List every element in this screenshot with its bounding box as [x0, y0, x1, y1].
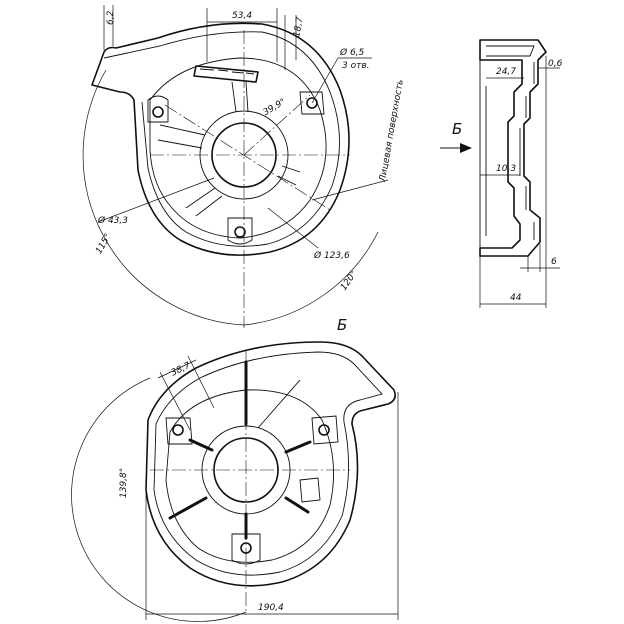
angle-115: 115° — [94, 232, 114, 256]
dim-06: 0,6 — [548, 59, 563, 69]
rib-heavy-lower-left — [168, 496, 208, 520]
leader-surface — [311, 179, 389, 201]
part-outline — [91, 22, 350, 256]
dim-line-387 — [157, 359, 197, 379]
rib-heavy-right — [284, 440, 312, 454]
rib-2 — [185, 187, 223, 217]
bottom-inner-rim-2 — [165, 389, 334, 563]
rib-heavy-left — [188, 438, 214, 452]
bottom-outline — [145, 341, 396, 587]
view-arrow — [460, 143, 472, 153]
rib-3 — [277, 165, 301, 186]
bottom-view: Б — [71, 316, 399, 622]
mounting-hole-1 — [147, 95, 169, 123]
bottom-hole-2 — [311, 415, 339, 445]
hole-count: 3 отв. — [342, 61, 370, 71]
leader-hole — [311, 57, 339, 104]
dim-534: 53,4 — [232, 11, 252, 21]
rib-4 — [231, 81, 249, 113]
dia-1236: Ø 123,6 — [313, 250, 350, 261]
leader-dia-433 — [97, 177, 215, 223]
angle-399: 39,9° — [262, 97, 288, 118]
dim-247: 24,7 — [496, 67, 516, 77]
angle-120: 120° — [339, 269, 360, 293]
dia-433: Ø 43,3 — [97, 215, 128, 226]
mounting-hole-2 — [299, 91, 325, 115]
bottom-hole-3 — [231, 533, 261, 565]
view-letter-side: Б — [452, 120, 462, 138]
mounting-hole-3 — [227, 217, 253, 245]
side-profile-inner — [486, 45, 535, 57]
top-view: 53,4 18,7 6,2 Ø 6,5 3 отв. 39,9° Лицевая… — [82, 5, 406, 328]
dim-62: 6,2 — [106, 10, 116, 25]
stamped-logo-plate — [193, 65, 259, 83]
part-inner-rim — [103, 31, 340, 247]
dimension-arc-outer — [82, 69, 379, 326]
rib-heavy-lower-right — [284, 496, 310, 514]
center-hole-outer — [199, 110, 289, 200]
dimension-arc-1398 — [71, 377, 247, 622]
dim-187: 18,7 — [292, 16, 305, 38]
dim-1904: 190,4 — [258, 603, 284, 613]
center-hole — [211, 122, 277, 188]
part-inner-rim-2 — [149, 57, 327, 239]
bottom-hole-1 — [165, 417, 193, 445]
dim-44: 44 — [510, 293, 522, 303]
rib-1 — [157, 124, 206, 149]
leader-dia-1236 — [267, 207, 319, 249]
centerline-diag-2 — [243, 94, 311, 156]
dim-6: 6 — [551, 257, 557, 267]
bottom-view-title: Б — [337, 316, 347, 334]
dim-387: 38,7 — [170, 361, 193, 379]
hole-diameter: Ø 6,5 — [339, 47, 365, 58]
bottom-inner-rim — [153, 351, 383, 576]
bottom-center-hole — [213, 437, 279, 503]
angle-1398: 139,8° — [119, 468, 129, 498]
side-view: Б 24,7 0,6 10,3 6 44 — [440, 39, 563, 308]
centerline-diag-1 — [164, 104, 331, 211]
dim-103: 10,3 — [496, 164, 516, 174]
surface-note: Лицевая поверхность — [378, 79, 406, 184]
